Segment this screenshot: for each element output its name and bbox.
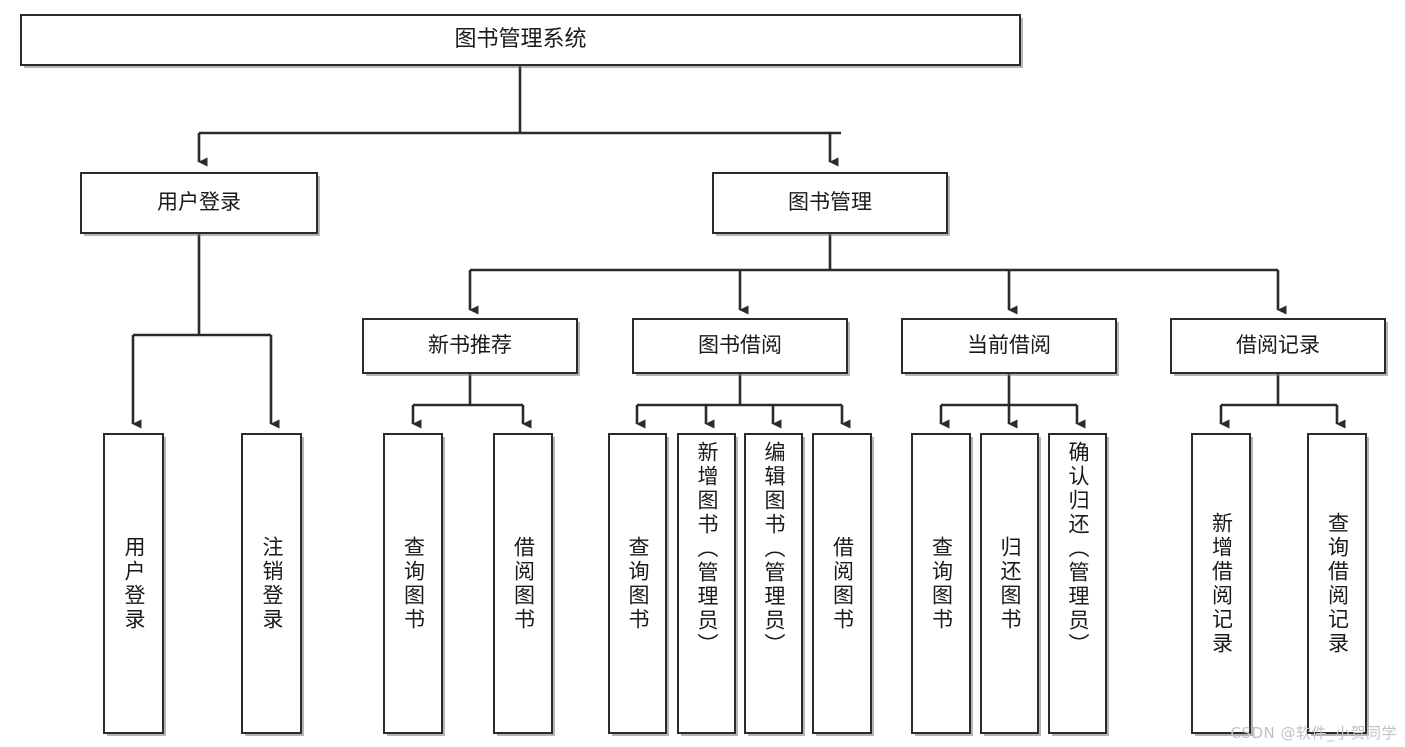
leaf-logout[interactable]: 注销登录 [241, 433, 302, 734]
leaf-borrow-book-2-label: 借阅图书 [830, 535, 855, 632]
leaf-user-login[interactable]: 用户登录 [103, 433, 164, 734]
leaf-query-record[interactable]: 查询借阅记录 [1307, 433, 1367, 734]
node-book-manage[interactable]: 图书管理 [712, 172, 948, 234]
leaf-edit-book-label: 编辑图书（管理员） [762, 441, 786, 657]
leaf-query-book-2-label: 查询图书 [626, 535, 650, 632]
leaf-add-book-label: 新增图书（管理员） [695, 441, 719, 657]
node-borrow-record-label: 借阅记录 [1236, 333, 1320, 358]
leaf-query-book-3[interactable]: 查询图书 [911, 433, 971, 734]
leaf-borrow-book-1-label: 借阅图书 [511, 535, 536, 632]
leaf-edit-book[interactable]: 编辑图书（管理员） [744, 433, 803, 734]
leaf-add-record[interactable]: 新增借阅记录 [1191, 433, 1251, 734]
node-book-borrow[interactable]: 图书借阅 [632, 318, 848, 374]
leaf-borrow-book-1[interactable]: 借阅图书 [493, 433, 553, 734]
leaf-query-book-3-label: 查询图书 [929, 535, 954, 632]
leaf-user-login-label: 用户登录 [122, 535, 146, 632]
node-book-borrow-label: 图书借阅 [698, 333, 782, 358]
node-user-login[interactable]: 用户登录 [80, 172, 318, 234]
leaf-confirm-return[interactable]: 确认归还（管理员） [1048, 433, 1107, 734]
leaf-return-book[interactable]: 归还图书 [980, 433, 1039, 734]
node-current-borrow-label: 当前借阅 [967, 333, 1051, 358]
leaf-query-book-1-label: 查询图书 [401, 535, 426, 632]
leaf-return-book-label: 归还图书 [998, 535, 1022, 632]
leaf-query-book-2[interactable]: 查询图书 [608, 433, 667, 734]
leaf-query-book-1[interactable]: 查询图书 [383, 433, 443, 734]
node-new-book-rec-label: 新书推荐 [428, 333, 512, 358]
leaf-confirm-return-label: 确认归还（管理员） [1066, 441, 1090, 657]
node-root[interactable]: 图书管理系统 [20, 14, 1021, 66]
node-new-book-rec[interactable]: 新书推荐 [362, 318, 578, 374]
leaf-query-record-label: 查询借阅记录 [1325, 511, 1350, 656]
node-root-label: 图书管理系统 [454, 26, 587, 52]
node-current-borrow[interactable]: 当前借阅 [901, 318, 1117, 374]
leaf-add-record-label: 新增借阅记录 [1209, 511, 1234, 656]
node-borrow-record[interactable]: 借阅记录 [1170, 318, 1386, 374]
node-user-login-label: 用户登录 [157, 190, 241, 215]
leaf-logout-label: 注销登录 [260, 535, 284, 632]
csdn-watermark: CSDN @软件_小贺同学 [1230, 724, 1397, 742]
leaf-borrow-book-2[interactable]: 借阅图书 [812, 433, 872, 734]
node-book-manage-label: 图书管理 [788, 190, 872, 215]
leaf-add-book[interactable]: 新增图书（管理员） [677, 433, 736, 734]
